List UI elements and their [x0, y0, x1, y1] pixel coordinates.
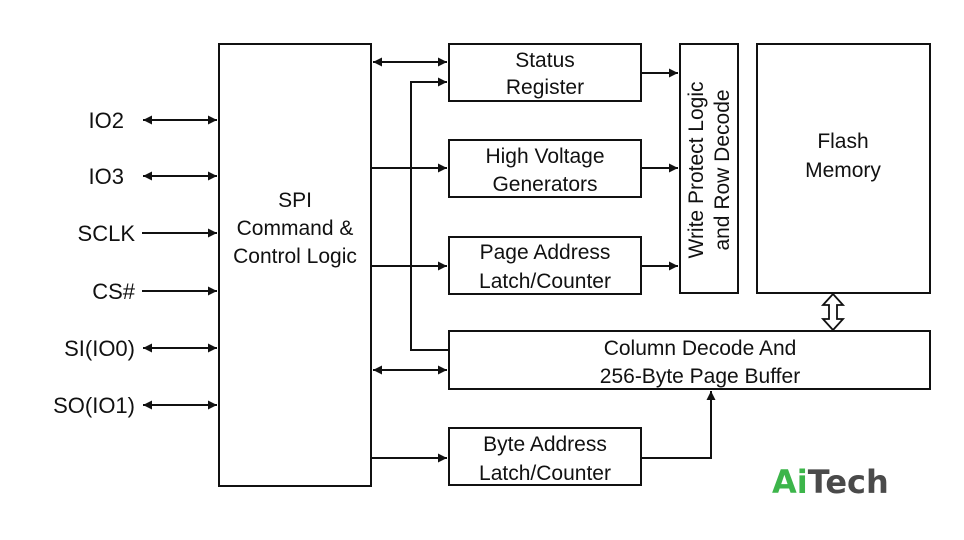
column-decode-label-1: Column Decode And	[604, 337, 797, 360]
column-to-status-feedback-wire	[410, 77, 449, 351]
internal-connections	[371, 57, 716, 463]
byte-address-to-column-arrow	[641, 391, 716, 459]
write-protect-label-1: Write Protect Logic	[685, 81, 708, 258]
page-address-label-2: Latch/Counter	[479, 270, 611, 293]
flash-memory-label-2: Memory	[805, 159, 881, 182]
byte-address-label-2: Latch/Counter	[479, 462, 611, 485]
page-address-block: Page Address Latch/Counter	[448, 236, 642, 295]
spi-label-2: Command &	[237, 217, 354, 240]
spi-control-block: SPI Command & Control Logic	[218, 43, 372, 487]
column-decode-block: Column Decode And 256-Byte Page Buffer	[448, 330, 931, 390]
pin-sclk-label: SCLK	[78, 221, 136, 246]
pin-io2-label: IO2	[89, 108, 124, 133]
aitech-logo-tech: Tech	[808, 463, 889, 501]
spi-label-3: Control Logic	[233, 245, 357, 268]
pin-cs-label: CS#	[92, 279, 136, 304]
spi-label-1: SPI	[278, 189, 312, 212]
column-decode-label-2: 256-Byte Page Buffer	[600, 365, 800, 388]
status-register-block: Status Register	[448, 43, 642, 102]
pin-arrows	[142, 115, 217, 410]
pin-so-label: SO(IO1)	[53, 393, 135, 418]
write-protect-block: Write Protect Logic and Row Decode	[679, 43, 739, 294]
flash-memory-label-1: Flash	[817, 130, 868, 153]
high-voltage-block: High Voltage Generators	[448, 139, 642, 198]
page-address-label-1: Page Address	[480, 241, 611, 264]
byte-address-block: Byte Address Latch/Counter	[448, 427, 642, 486]
pin-io3-label: IO3	[89, 164, 124, 189]
aitech-logo: AiTech	[772, 463, 889, 501]
high-voltage-label-1: High Voltage	[485, 145, 604, 168]
write-protect-label-2: and Row Decode	[711, 89, 734, 250]
flash-buffer-double-arrow	[820, 292, 846, 332]
pin-si-label: SI(IO0)	[64, 336, 135, 361]
byte-address-label-1: Byte Address	[483, 433, 607, 456]
status-register-label-1: Status	[515, 49, 575, 72]
flash-memory-block: Flash Memory	[756, 43, 931, 294]
aitech-logo-ai: Ai	[772, 463, 808, 501]
high-voltage-label-2: Generators	[492, 173, 597, 196]
status-register-label-2: Register	[506, 76, 584, 99]
pin-labels: IO2 IO3 SCLK CS# SI(IO0) SO(IO1)	[53, 108, 136, 418]
